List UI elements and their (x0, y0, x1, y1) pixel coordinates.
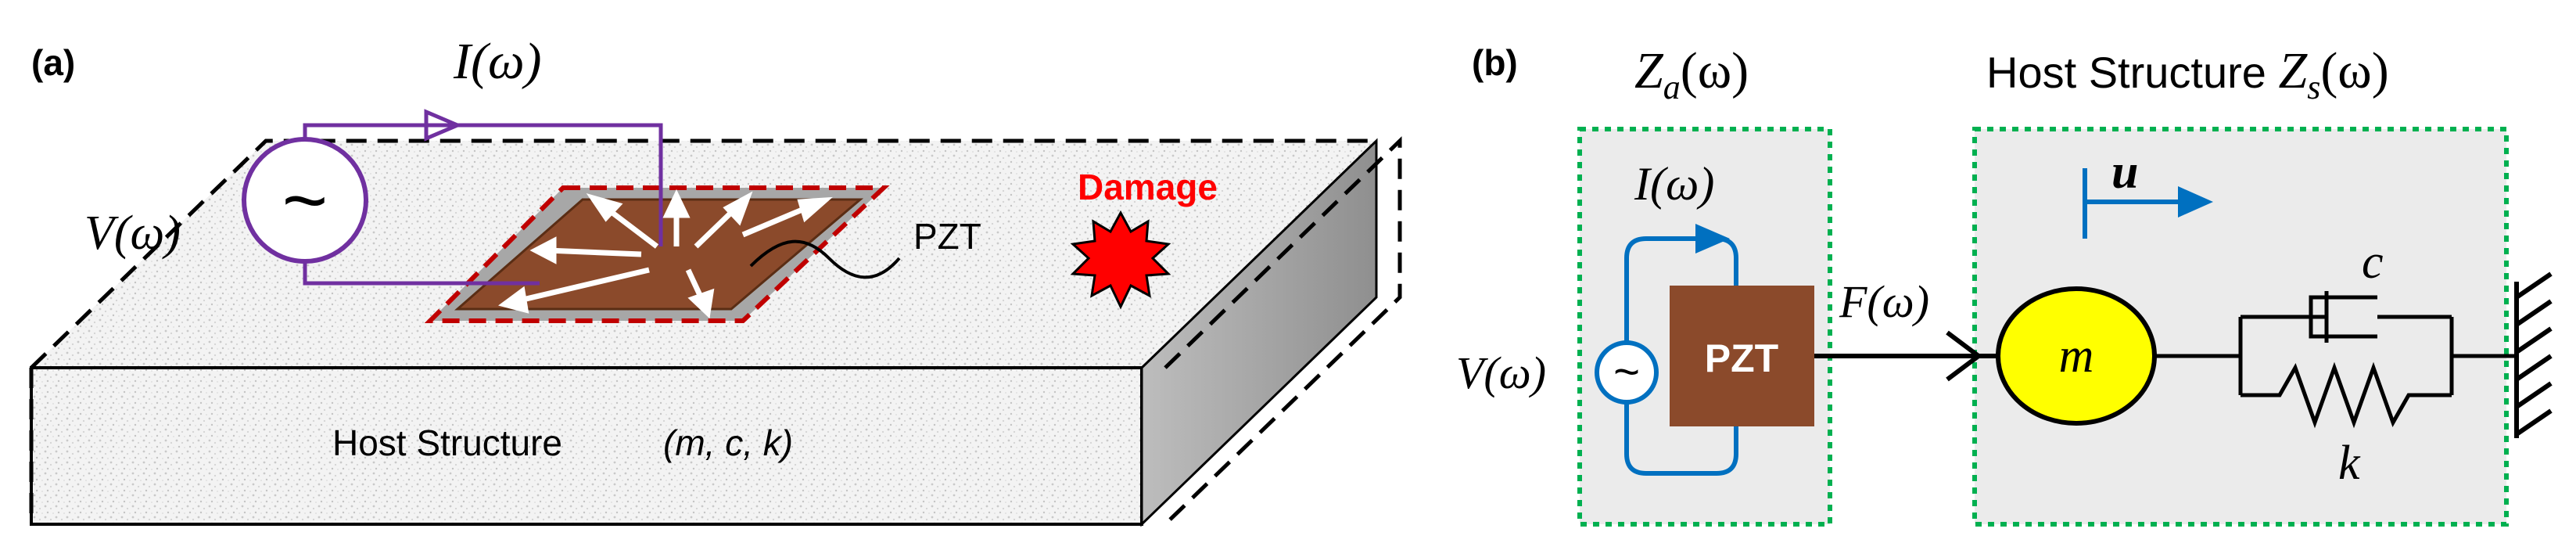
spring-zigzag (2241, 361, 2452, 429)
slab-dashed-outline-right (1164, 136, 1402, 526)
strain-arrows (498, 189, 834, 319)
host-structure-label: Host Structure (332, 423, 562, 463)
host-params-label: (m, c, k) (663, 423, 793, 463)
zs-title: Host Structure Zs(ω) (1986, 42, 2389, 106)
displacement-arrowhead (2178, 186, 2213, 218)
fixed-wall (2514, 272, 2553, 438)
panel-b-label: (b) (1472, 42, 1518, 83)
pzt-block-b (1670, 286, 1814, 426)
damper-cup (2309, 295, 2377, 339)
pzt-label-b: PZT (1705, 336, 1778, 380)
damage-label: Damage (1078, 167, 1218, 207)
force-label: F(ω) (1839, 276, 1929, 327)
slab-side-face (1140, 138, 1378, 527)
force-arrowhead (1946, 330, 1982, 382)
damage-starburst (1070, 210, 1171, 310)
voltage-label-a: V(ω) (84, 207, 181, 260)
source-symbol-a: ~ (282, 156, 328, 244)
mass-label: m (2059, 329, 2094, 383)
slab-dashed-outline-top (30, 138, 1376, 369)
spring-label: k (2338, 437, 2361, 490)
za-title: Za(ω) (1634, 42, 1749, 106)
current-label-a: I(ω) (453, 33, 542, 90)
displacement-label: u (2111, 146, 2138, 199)
panel-a: (a) Host Structure (m, c, k) (29, 33, 1402, 527)
spring-damper (2154, 291, 2517, 429)
pzt-lead-wire (749, 239, 901, 279)
voltage-source-a (242, 137, 368, 264)
current-arrow-a (424, 109, 463, 142)
voltage-label-b: V(ω) (1456, 347, 1546, 398)
voltage-circuit-b: ~ (1595, 224, 1738, 476)
current-arrow-b (1695, 224, 1730, 254)
panel-a-label: (a) (31, 42, 75, 83)
source-symbol-b: ~ (1613, 347, 1640, 397)
damper-label: c (2362, 236, 2384, 289)
current-label-b: I(ω) (1634, 158, 1714, 210)
circuit-loop-b (1624, 236, 1738, 476)
pzt-label-a: PZT (913, 216, 981, 257)
slab-front-face (30, 366, 1143, 526)
panel-b: (b) Za(ω) Host Structure Zs(ω) ~ I(ω) V(… (1456, 42, 2553, 527)
voltage-circuit-a: ~ (242, 109, 663, 286)
voltage-source-b (1595, 340, 1659, 405)
